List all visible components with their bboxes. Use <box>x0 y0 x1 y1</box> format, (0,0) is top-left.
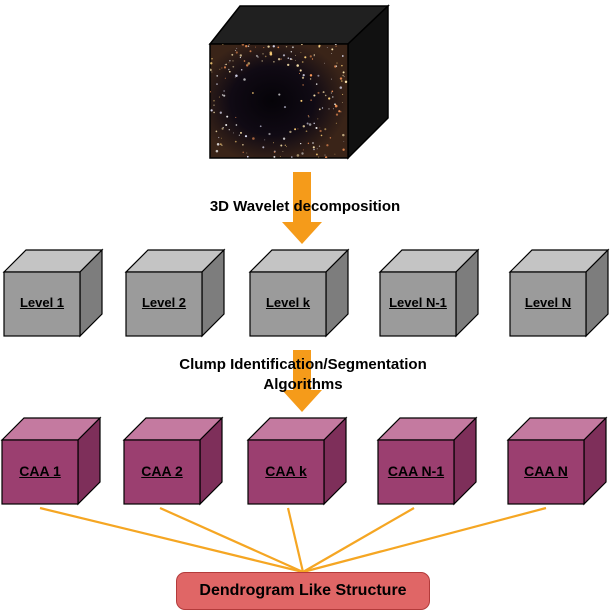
level-cube-4 <box>378 248 480 338</box>
level-label-1: Level 1 <box>19 295 65 310</box>
level-cube-5 <box>508 248 610 338</box>
level-label-4: Level N-1 <box>389 295 447 310</box>
level-label-3: Level k <box>265 295 311 310</box>
connector-line-5 <box>302 506 547 574</box>
arrow-down-2 <box>282 350 322 412</box>
step-label-clump-line1: Clump Identification/Segmentation <box>179 356 427 373</box>
dendrogram-box: Dendrogram Like Structure <box>176 572 430 610</box>
level-cube-row <box>2 248 610 338</box>
level-label-2: Level 2 <box>141 295 187 310</box>
data-cube <box>208 4 390 160</box>
caa-cube-5 <box>506 416 608 506</box>
arrow-down-1 <box>282 172 322 244</box>
connector-lines <box>39 506 547 574</box>
level-cube-2 <box>124 248 226 338</box>
step-label-wavelet: 3D Wavelet decomposition <box>209 198 401 215</box>
connector-line-2 <box>159 506 304 574</box>
connector-line-3 <box>286 507 305 573</box>
caa-cube-3 <box>246 416 348 506</box>
caa-cube-4 <box>376 416 478 506</box>
caa-label-3: CAA k <box>265 463 307 479</box>
caa-cube-row <box>0 416 608 506</box>
step-label-clump-line2: Algorithms <box>263 376 343 393</box>
caa-label-1: CAA 1 <box>19 463 61 479</box>
caa-cube-1 <box>0 416 102 506</box>
level-label-5: Level N <box>524 295 572 310</box>
connector-line-4 <box>302 507 415 573</box>
caa-label-4: CAA N-1 <box>387 463 445 479</box>
connector-line-1 <box>39 506 304 574</box>
caa-label-5: CAA N <box>524 463 568 479</box>
star-field-image <box>209 43 349 159</box>
level-cube-3 <box>248 248 350 338</box>
caa-label-2: CAA 2 <box>141 463 183 479</box>
star-field-stars <box>210 44 348 158</box>
level-cube-1 <box>2 248 104 338</box>
caa-cube-2 <box>122 416 224 506</box>
